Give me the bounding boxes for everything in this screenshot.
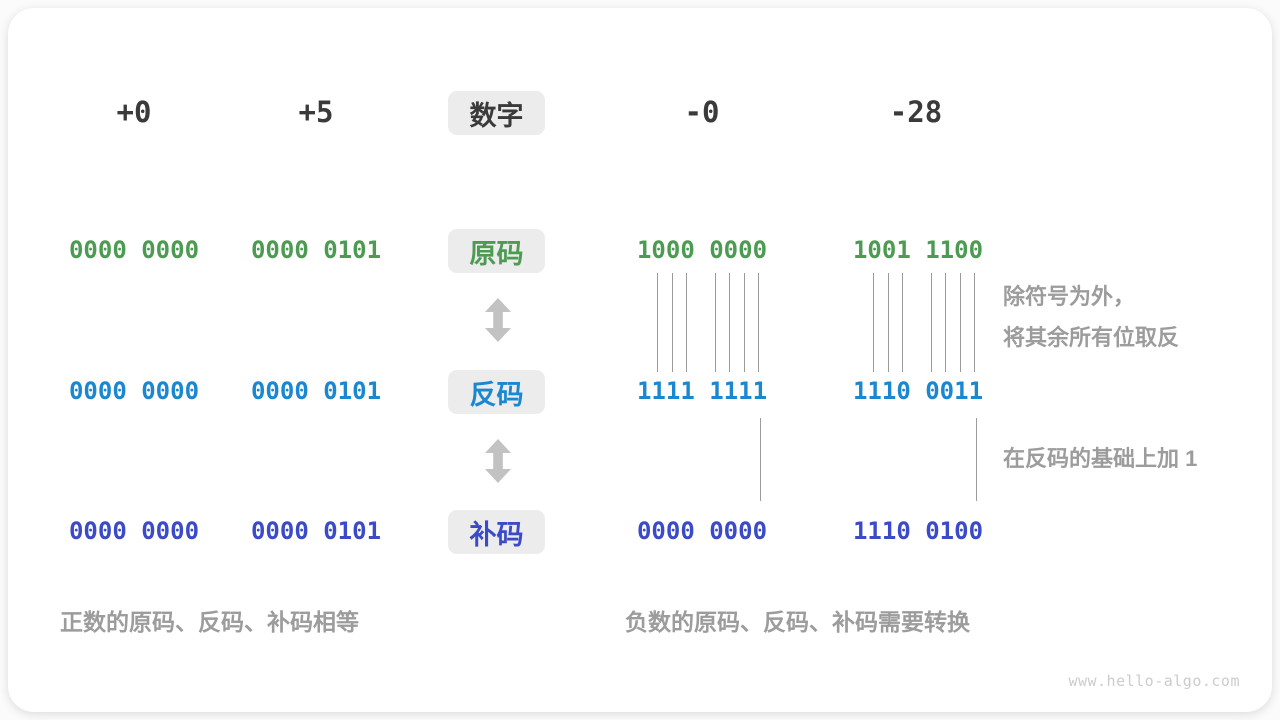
card: +0 +5 数字 -0 -28 0000 0000 0000 0101 原码 1… [8, 8, 1272, 712]
invert-line [672, 273, 673, 372]
invert-line [960, 273, 961, 372]
invert-line [657, 273, 658, 372]
ones-complement-neg-twentyeight: 1110 0011 [852, 377, 984, 405]
ones-complement-pos-five: 0000 0101 [250, 377, 382, 405]
sign-magnitude-neg-twentyeight: 1001 1100 [852, 236, 984, 264]
caption-positive: 正数的原码、反码、补码相等 [60, 609, 359, 635]
caption-negative: 负数的原码、反码、补码需要转换 [625, 609, 970, 635]
invert-line [902, 273, 903, 372]
invert-line [715, 273, 716, 372]
header-label-number: 数字 [448, 91, 545, 135]
sign-magnitude-pos-five: 0000 0101 [250, 236, 382, 264]
updown-arrow-icon [485, 439, 511, 483]
ones-complement-pos-zero: 0000 0000 [68, 377, 200, 405]
header-label-number-text: 数字 [469, 100, 524, 131]
header-minus-twentyeight: -28 [889, 95, 943, 129]
note-invert-line1: 除符号为外， [1003, 284, 1136, 309]
label-twos-complement: 补码 [448, 510, 545, 554]
watermark: www.hello-algo.com [1068, 672, 1240, 690]
note-add-one: 在反码的基础上加 1 [1003, 446, 1198, 471]
sign-magnitude-neg-zero: 1000 0000 [636, 236, 768, 264]
invert-line [744, 273, 745, 372]
label-ones-complement-text: 反码 [469, 379, 524, 410]
label-ones-complement: 反码 [448, 370, 545, 414]
add-one-line [760, 418, 761, 501]
twos-complement-neg-zero: 0000 0000 [636, 517, 768, 545]
invert-line [945, 273, 946, 372]
label-sign-magnitude-text: 原码 [469, 238, 524, 269]
ones-complement-neg-zero: 1111 1111 [636, 377, 768, 405]
invert-line [888, 273, 889, 372]
label-sign-magnitude: 原码 [448, 229, 545, 273]
invert-line [729, 273, 730, 372]
sign-magnitude-pos-zero: 0000 0000 [68, 236, 200, 264]
invert-line [974, 273, 975, 372]
add-one-line [976, 418, 977, 501]
updown-arrow-icon [485, 298, 511, 342]
label-twos-complement-text: 补码 [469, 519, 524, 550]
header-plus-zero: +0 [116, 95, 152, 129]
twos-complement-pos-five: 0000 0101 [250, 517, 382, 545]
header-minus-zero: -0 [684, 95, 720, 129]
invert-line [686, 273, 687, 372]
invert-line [931, 273, 932, 372]
twos-complement-pos-zero: 0000 0000 [68, 517, 200, 545]
invert-line [758, 273, 759, 372]
note-invert: 除符号为外， 将其余所有位取反 [1003, 276, 1179, 358]
header-plus-five: +5 [298, 95, 334, 129]
twos-complement-neg-twentyeight: 1110 0100 [852, 517, 984, 545]
invert-line [873, 273, 874, 372]
note-invert-line2: 将其余所有位取反 [1003, 325, 1180, 350]
